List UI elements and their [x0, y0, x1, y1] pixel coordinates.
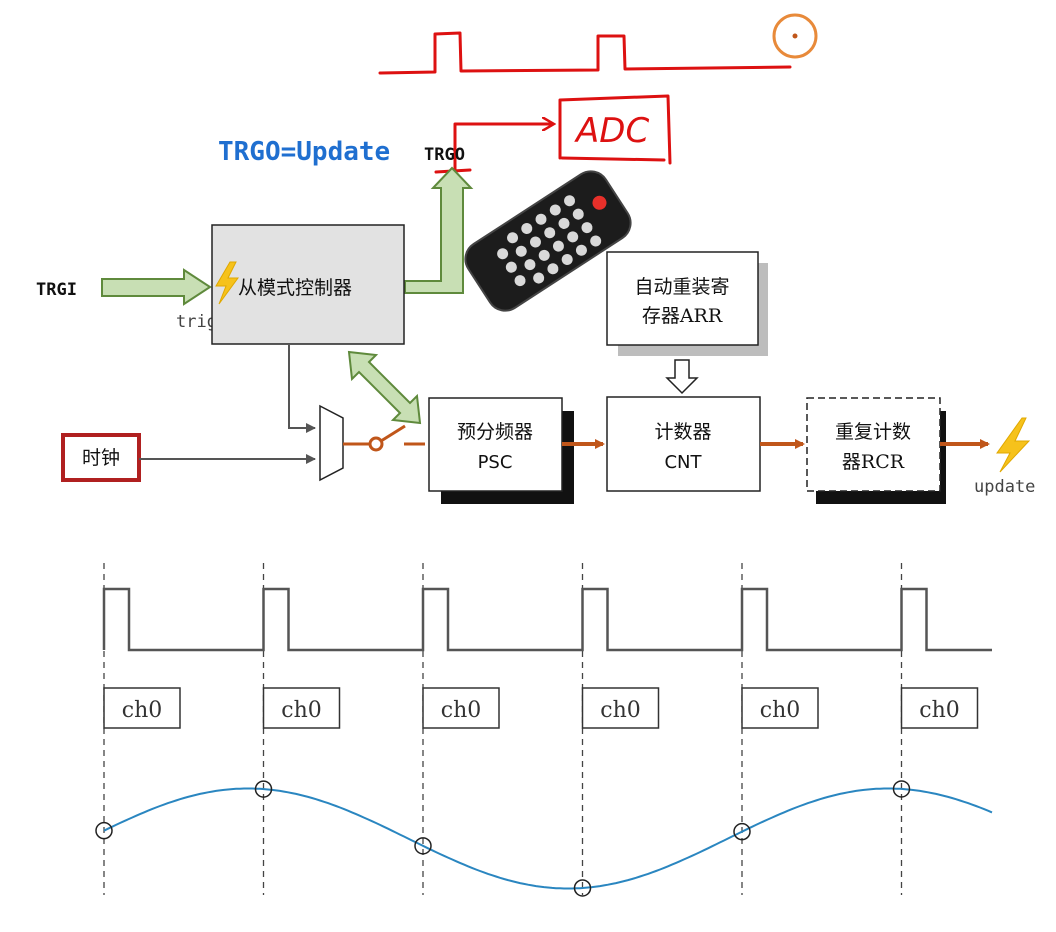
- lightning-icon: [215, 261, 239, 305]
- sample-point-marker: [254, 780, 273, 798]
- psc-label-line2: PSC: [478, 452, 513, 473]
- channel-box: [103, 687, 181, 729]
- mux-icon: [319, 404, 344, 482]
- update-label: update: [974, 477, 1035, 497]
- channel-box: [741, 687, 819, 729]
- sample-point-marker: [95, 821, 113, 840]
- channel-box: [581, 687, 660, 729]
- channel-label: ch0: [919, 698, 960, 723]
- channel-box: [422, 687, 500, 729]
- arr-to-cnt-arrow: [665, 359, 699, 395]
- trgi-input-arrow: [101, 268, 212, 306]
- repetition-counter-box: [806, 397, 941, 492]
- slave-mode-controller-label: 从模式控制器: [238, 277, 352, 299]
- cnt-label-line1: 计数器: [654, 421, 711, 443]
- timing-diagram: ch0 ch0 ch0 ch0 ch0 ch0: [95, 563, 993, 897]
- update-lightning-icon: [996, 417, 1031, 473]
- trgo-pulse-sketch: [378, 31, 792, 75]
- channel-label: ch0: [760, 698, 801, 723]
- channel-label: ch0: [441, 698, 482, 723]
- sample-point-marker: [733, 822, 751, 841]
- trgo-output-arrow: [404, 166, 474, 294]
- channel-box: [262, 687, 341, 729]
- psc-label-line1: 预分频器: [457, 421, 533, 443]
- sample-point-marker: [414, 837, 432, 855]
- channel-box: [900, 687, 979, 729]
- analog-signal-waveform: [103, 787, 993, 890]
- sample-point-marker: [892, 780, 911, 798]
- channel-label: ch0: [281, 698, 322, 723]
- arr-register-box: [606, 251, 759, 346]
- switch-icon: [343, 424, 425, 452]
- remote-control-icon: [464, 170, 632, 312]
- trigger-pulse-waveform: [102, 587, 992, 652]
- slave-mode-controller-box: [211, 224, 405, 345]
- counter-box: [606, 396, 761, 492]
- trgi-label: TRGI: [36, 280, 77, 300]
- cnt-label-line2: CNT: [664, 452, 702, 473]
- adc-label: ADC: [574, 111, 649, 151]
- clock-label: 时钟: [82, 447, 120, 469]
- slave-to-mux-line: [288, 345, 316, 433]
- rcr-label-line2: 器RCR: [842, 451, 905, 473]
- clock-source-box: [61, 433, 141, 482]
- rcr-label-line1: 重复计数: [835, 421, 911, 443]
- circled-dot-icon: [772, 13, 818, 59]
- adc-box-sketch: [558, 94, 672, 165]
- channel-label: ch0: [600, 698, 641, 723]
- trgo-update-label: TRGO=Update: [218, 137, 390, 167]
- prescaler-box: [428, 397, 563, 492]
- channel-label: ch0: [122, 698, 163, 723]
- sample-point-marker: [573, 879, 592, 897]
- trgo-label: TRGO: [424, 145, 465, 165]
- arr-label-line2: 存器ARR: [642, 305, 723, 327]
- slave-bidirectional-arrow: [347, 350, 422, 425]
- arr-label-line1: 自动重装寄: [634, 276, 729, 298]
